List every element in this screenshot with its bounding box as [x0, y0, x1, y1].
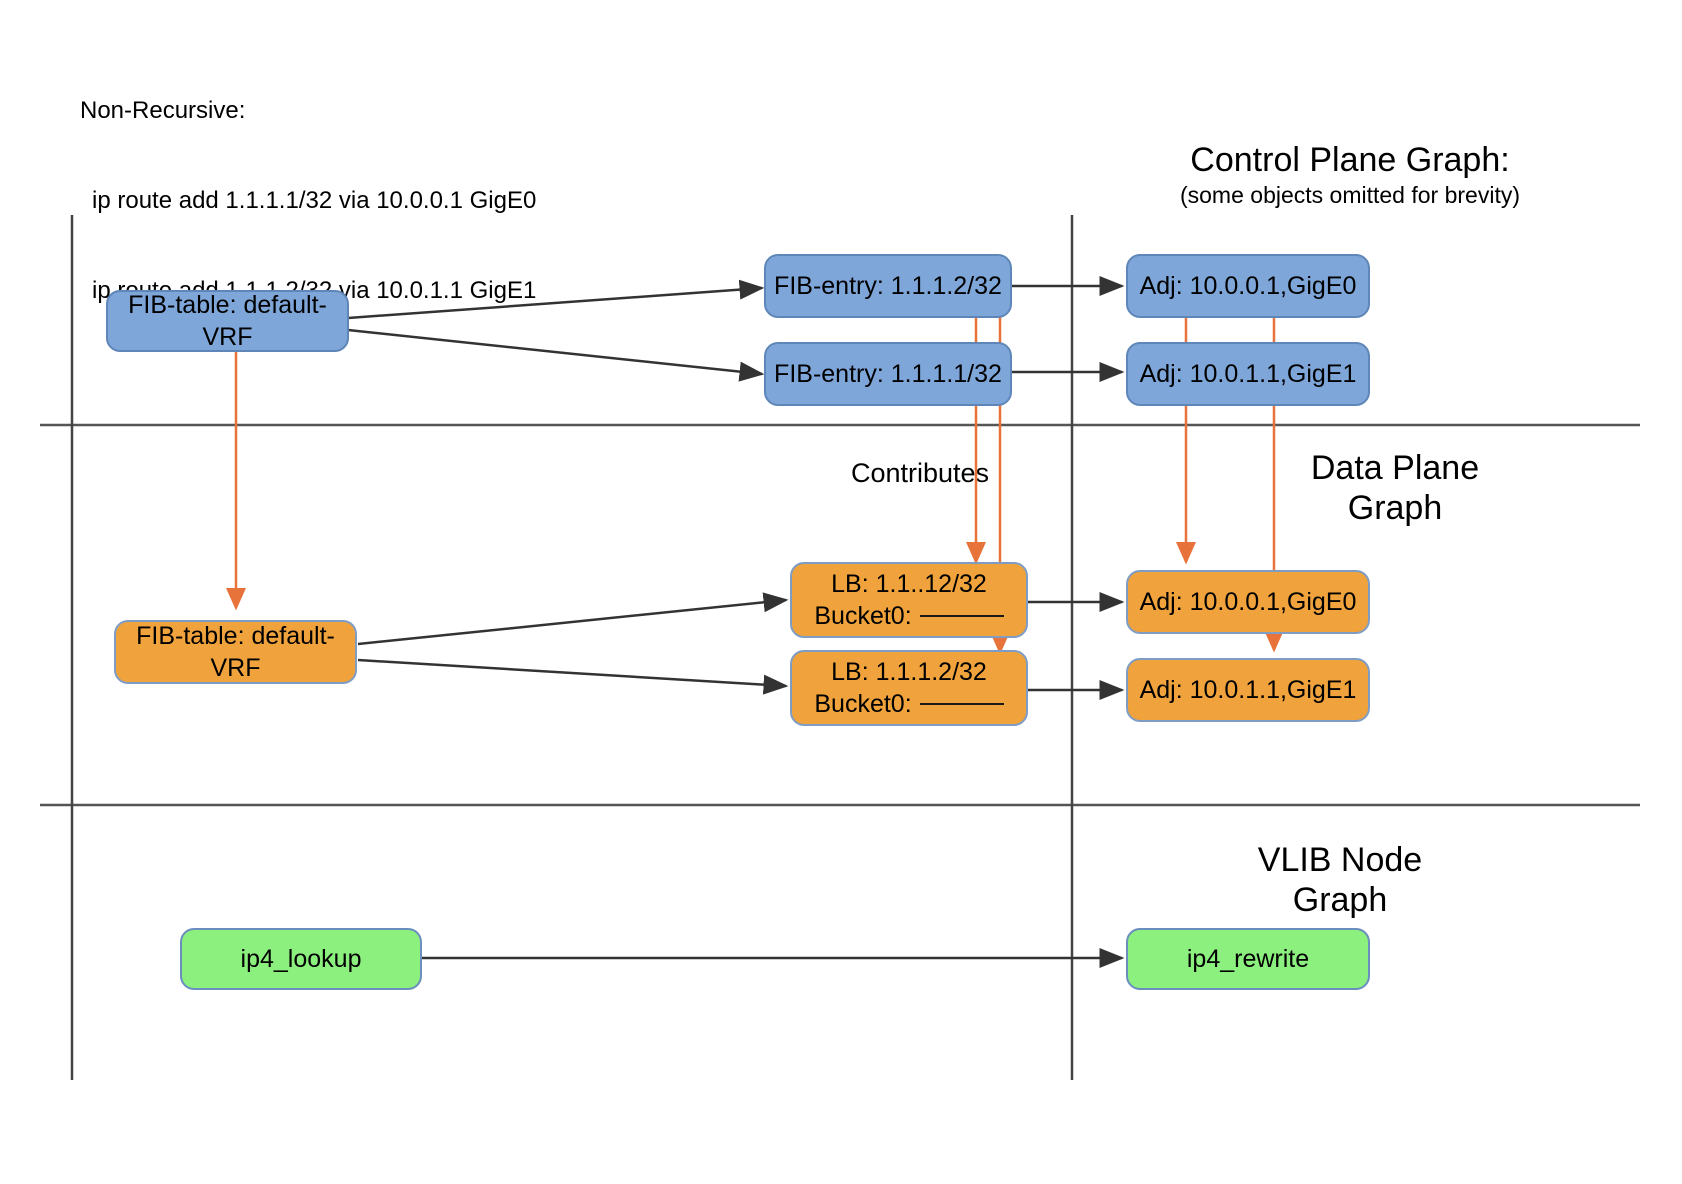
edge-fibtable-to-lb-top [357, 592, 789, 646]
node-lb-1-1-1-2[interactable]: LB: 1.1.1.2/32 Bucket0: [790, 650, 1028, 726]
node-fib-entry-1-1-1-2[interactable]: FIB-entry: 1.1.1.2/32 [764, 254, 1012, 318]
node-fib-table-control-plane[interactable]: FIB-table: default-VRF [106, 290, 349, 352]
node-ip4-rewrite[interactable]: ip4_rewrite [1126, 928, 1370, 990]
data-plane-section-title: Data Plane Graph [1235, 448, 1555, 528]
contributes-label: Contributes [850, 458, 990, 488]
node-label: Adj: 10.0.0.1,GigE0 [1139, 588, 1357, 616]
node-adj-10-0-0-1-gige0-data-plane[interactable]: Adj: 10.0.0.1,GigE0 [1126, 570, 1370, 634]
node-label: FIB-entry: 1.1.1.1/32 [774, 360, 1002, 388]
node-fib-table-data-plane[interactable]: FIB-table: default-VRF [114, 620, 357, 684]
node-bucket-row: Bucket0: [814, 688, 1004, 720]
node-label: ip4_rewrite [1186, 945, 1310, 973]
node-adj-10-0-0-1-gige0-control-plane[interactable]: Adj: 10.0.0.1,GigE0 [1126, 254, 1370, 318]
vlib-title-line1: VLIB Node [1257, 841, 1423, 879]
bucket-connector-line [919, 703, 1004, 705]
node-label: Adj: 10.0.1.1,GigE1 [1139, 676, 1357, 704]
bucket-connector-line [919, 615, 1004, 617]
control-plane-section-title: Control Plane Graph: (some objects omitt… [1120, 140, 1580, 210]
node-lb-1-1-12[interactable]: LB: 1.1..12/32 Bucket0: [790, 562, 1028, 638]
node-ip4-lookup[interactable]: ip4_lookup [180, 928, 422, 990]
vlib-title-line2: Graph [1292, 881, 1388, 919]
node-label: Adj: 10.0.0.1,GigE0 [1139, 272, 1357, 300]
node-label-line1: LB: 1.1..12/32 [831, 570, 987, 598]
node-adj-10-0-1-1-gige1-data-plane[interactable]: Adj: 10.0.1.1,GigE1 [1126, 658, 1370, 722]
vlib-section-title: VLIB Node Graph [1125, 840, 1555, 920]
edge-fibtable-to-lb-bottom [357, 658, 789, 695]
node-bucket-row: Bucket0: [814, 600, 1004, 632]
node-label: ip4_lookup [240, 945, 362, 973]
control-plane-title-text: Control Plane Graph: [1190, 141, 1510, 179]
node-label-line2: Bucket0: [814, 602, 912, 630]
node-label: FIB-table: default-VRF [136, 622, 335, 682]
node-label: FIB-entry: 1.1.1.2/32 [774, 272, 1002, 300]
node-adj-10-0-1-1-gige1-control-plane[interactable]: Adj: 10.0.1.1,GigE1 [1126, 342, 1370, 406]
control-plane-subtitle-text: (some objects omitted for brevity) [1179, 182, 1520, 208]
data-plane-title-line2: Graph [1347, 489, 1443, 527]
node-fib-entry-1-1-1-1[interactable]: FIB-entry: 1.1.1.1/32 [764, 342, 1012, 406]
node-label: Adj: 10.0.1.1,GigE1 [1139, 360, 1357, 388]
legend-line-2: ip route add 1.1.1.1/32 via 10.0.0.1 Gig… [92, 187, 537, 214]
legend-line-1: Non-Recursive: [80, 97, 246, 124]
node-label-line1: LB: 1.1.1.2/32 [831, 658, 987, 686]
data-plane-title-line1: Data Plane [1310, 449, 1480, 487]
node-label-line2: Bucket0: [814, 690, 912, 718]
node-label: FIB-table: default-VRF [128, 291, 327, 351]
